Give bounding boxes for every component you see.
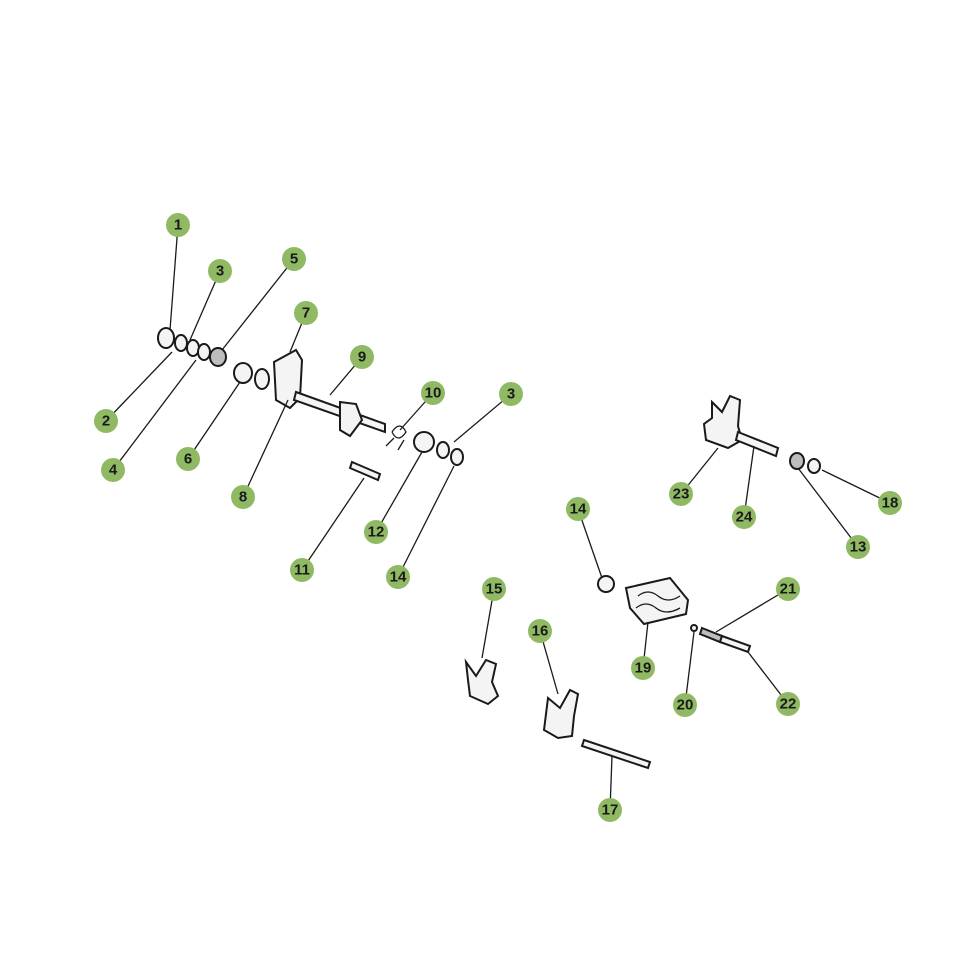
- ring-part: [197, 343, 211, 361]
- callout-17: 17: [598, 798, 622, 822]
- callout-label: 9: [358, 349, 366, 366]
- callout-label: 2: [102, 413, 110, 430]
- callout-7: 7: [294, 301, 318, 325]
- callout-label: 11: [294, 562, 310, 579]
- leader-lines: [105, 224, 891, 811]
- callout-label: 21: [780, 581, 797, 598]
- callout-label: 14: [570, 501, 587, 518]
- washer-part: [413, 431, 435, 453]
- drum-assembly: [597, 575, 752, 654]
- spring-part: [789, 452, 805, 470]
- pin-part: [348, 460, 382, 482]
- callouts: 1 2 3 4 5 6 7 8 9 10 3 11 12 14 14 15 16…: [94, 213, 902, 822]
- leader-line: [684, 631, 695, 706]
- callout-14a: 14: [386, 565, 410, 589]
- callout-15: 15: [482, 577, 506, 601]
- nut-part: [157, 327, 175, 349]
- callout-label: 3: [507, 386, 515, 403]
- right-lever-assembly: [702, 394, 821, 474]
- callout-8: 8: [231, 485, 255, 509]
- callout-16: 16: [528, 619, 552, 643]
- leader-line: [375, 451, 423, 533]
- leader-line: [301, 477, 365, 571]
- callout-4: 4: [101, 458, 125, 482]
- callout-label: 3: [216, 263, 224, 280]
- callout-label: 8: [239, 489, 247, 506]
- drum-groove: [635, 591, 681, 613]
- callout-label: 18: [882, 495, 899, 512]
- shift-fork-part: [542, 688, 580, 740]
- leader-line: [797, 467, 859, 548]
- callout-label: 4: [109, 462, 118, 479]
- callout-18: 18: [878, 491, 902, 515]
- callout-label: 7: [302, 305, 310, 322]
- leader-line: [242, 399, 289, 498]
- callout-3b: 3: [499, 382, 523, 406]
- fork-assembly: [464, 658, 652, 770]
- spring-clip-part: [385, 425, 407, 451]
- leader-line: [105, 351, 173, 422]
- lever-shaft-part: [734, 430, 780, 458]
- plunger-part: [718, 634, 752, 654]
- leader-line: [715, 588, 789, 633]
- ring-part: [450, 448, 464, 466]
- callout-3: 3: [208, 259, 232, 283]
- washer-part: [174, 334, 188, 352]
- callout-20: 20: [673, 693, 697, 717]
- callout-22: 22: [776, 692, 800, 716]
- callout-label: 17: [602, 802, 619, 819]
- ball-part: [690, 624, 698, 632]
- leader-line: [453, 393, 512, 443]
- washer-part: [436, 441, 450, 459]
- callout-13: 13: [846, 535, 870, 559]
- upper-shaft-assembly: [157, 327, 464, 482]
- callout-label: 1: [174, 217, 182, 234]
- callout-label: 19: [635, 660, 652, 677]
- callout-label: 13: [850, 539, 867, 556]
- callout-19: 19: [631, 656, 655, 680]
- leader-line: [397, 465, 455, 578]
- leader-line: [577, 508, 603, 579]
- callout-10: 10: [421, 381, 445, 405]
- shift-fork-part: [464, 658, 500, 706]
- spacer-part: [233, 362, 253, 384]
- callout-2: 2: [94, 409, 118, 433]
- leader-line: [187, 381, 241, 460]
- callout-label: 24: [736, 509, 753, 526]
- leader-line: [169, 224, 179, 331]
- callout-label: 22: [780, 696, 797, 713]
- callout-label: 14: [390, 569, 407, 586]
- nut-part: [807, 458, 821, 474]
- spring-part: [209, 347, 227, 367]
- callout-label: 20: [677, 697, 694, 714]
- callout-12: 12: [364, 520, 388, 544]
- shaft-lever-part: [339, 400, 364, 438]
- callout-11: 11: [290, 558, 314, 582]
- callout-9: 9: [350, 345, 374, 369]
- leader-line: [189, 270, 221, 341]
- callout-5: 5: [282, 247, 306, 271]
- callout-label: 12: [368, 524, 385, 541]
- callout-24: 24: [732, 505, 756, 529]
- callout-label: 6: [184, 451, 192, 468]
- washer-part: [254, 368, 270, 390]
- shift-drum-part: [624, 576, 690, 626]
- callout-6: 6: [176, 447, 200, 471]
- callout-23: 23: [669, 482, 693, 506]
- leader-line: [221, 258, 295, 351]
- callout-label: 15: [486, 581, 503, 598]
- callout-label: 16: [532, 623, 549, 640]
- callout-1: 1: [166, 213, 190, 237]
- callout-label: 23: [673, 486, 690, 503]
- callout-label: 5: [290, 251, 298, 268]
- callout-21: 21: [776, 577, 800, 601]
- washer-part: [597, 575, 615, 593]
- leader-line: [112, 359, 197, 471]
- leader-line: [821, 469, 891, 504]
- callout-14b: 14: [566, 497, 590, 521]
- fork-shaft-part: [580, 738, 652, 770]
- callout-label: 10: [425, 385, 442, 402]
